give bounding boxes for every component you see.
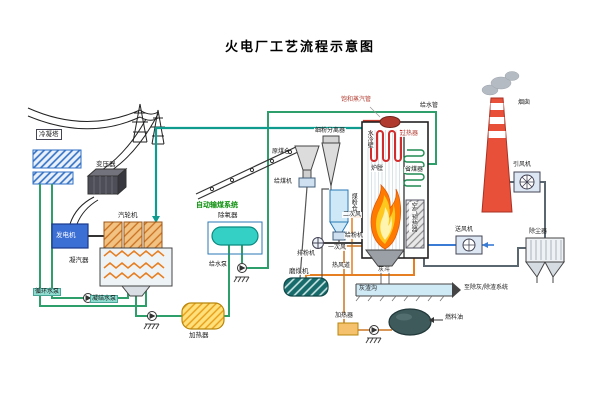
slag-trench-shape: [355, 282, 461, 302]
coal-system-label: 自动输煤系统: [196, 201, 238, 209]
feed-pump-symbol: [237, 263, 247, 273]
fine-separator-cone: [321, 135, 341, 190]
condensate-pump-label: 凝结水泵: [90, 295, 119, 304]
raw-coal-bunker-label: 原煤仓: [272, 148, 291, 155]
primary-air-label: 一次风: [327, 244, 348, 252]
forced-draft-fan-box: [455, 235, 483, 255]
condenser-label: 凝汽器: [69, 256, 89, 264]
deaerator-label: 除氧器: [218, 211, 238, 219]
powder-feeder-label: 给粉机: [344, 232, 365, 240]
feed-pump-label: 给水泵: [209, 261, 228, 268]
feed-water-pipe-label: 给水管: [420, 102, 439, 109]
exhaust-fan-label: 排粉机: [296, 250, 317, 258]
generator-box: [51, 196, 104, 249]
chimney-label: 烟囱: [518, 99, 531, 106]
condenser-body: [99, 247, 173, 297]
circulating-pump-label: 循环水泵: [33, 288, 62, 297]
ground-symbol: [365, 337, 382, 344]
economizer-label: 省煤器: [404, 166, 425, 174]
powder-bunker-label: 煤粉仓: [350, 193, 358, 211]
diagram-title: 火电厂工艺流程示意图: [224, 40, 375, 55]
superheater-tubes: [370, 130, 402, 162]
deaerator-tank: [207, 221, 263, 255]
lp-heater-label: 加热器: [189, 331, 209, 339]
fuel-oil-tank-shape: [388, 308, 432, 336]
secondary-air-label: 二次风: [342, 211, 363, 219]
water-wall-label: 水冷壁: [365, 130, 374, 148]
air-preheater-label: 空气预热器: [409, 202, 418, 232]
id-fan-label: 引风机: [513, 161, 532, 168]
ash-hopper-shape: [365, 249, 405, 267]
steam-turbine-cylinders: [103, 221, 163, 249]
coal-conveyor: [195, 145, 301, 200]
chimney-stack: [481, 97, 513, 213]
coal-feeder-box: [298, 177, 316, 188]
cooling-tower-label: 冷凝塔: [36, 129, 62, 140]
induced-draft-fan-box: [513, 171, 541, 193]
fine-separator-label: 细粉分离器: [314, 127, 347, 135]
mill-outlet-pipe: [321, 188, 329, 278]
transmission-tower-icon: [132, 103, 165, 145]
lp-heater-tank: [181, 302, 225, 330]
fuel-oil-label: 燃料油: [445, 314, 464, 321]
fuel-oil-heater-box: [337, 322, 359, 336]
ground-symbol: [143, 323, 160, 330]
fd-fan-label: 送风机: [455, 226, 474, 233]
powder-drop-pipe: [324, 240, 340, 244]
dust-collector-label: 除尘器: [529, 228, 548, 235]
coal-mill-label: 磨煤机: [288, 267, 310, 275]
ground-symbol: [233, 276, 250, 283]
coal-feeder-label: 给煤机: [274, 178, 293, 185]
smoke-puffs: [481, 71, 520, 96]
fuel-pump-symbol: [369, 325, 379, 335]
steam-turbine-label: 汽轮机: [118, 211, 138, 219]
generator-label: 发电机: [56, 231, 76, 239]
fuel-oil-arrow: [429, 317, 443, 323]
superheater-label: 过热器: [399, 130, 420, 138]
fuel-heater-label: 加热器: [334, 312, 355, 320]
coal-chute: [299, 186, 308, 279]
condensate-pump-symbol: [147, 311, 157, 321]
to-ash-removal-label: 至除灰/除渣系统: [464, 284, 509, 291]
steam-drum: [379, 116, 401, 128]
coal-mill-drum: [283, 277, 329, 297]
transformer-label: 变压器: [96, 160, 116, 168]
ash-hopper-label: 灰斗: [377, 266, 392, 274]
slag-trench-label: 灰渣沟: [359, 285, 378, 292]
raw-coal-bunker-shape: [294, 145, 320, 179]
hot-air-duct-label: 热风道: [331, 262, 352, 270]
dust-collector-box: [525, 237, 565, 283]
cooling-tower-structure: [32, 149, 82, 185]
saturated-steam-pipe-label: 饱和蒸汽管: [341, 96, 372, 103]
transformer-box: [86, 167, 128, 196]
powder-exhaust-fan-symbol: [312, 237, 324, 249]
furnace-label: 炉膛: [370, 165, 385, 173]
